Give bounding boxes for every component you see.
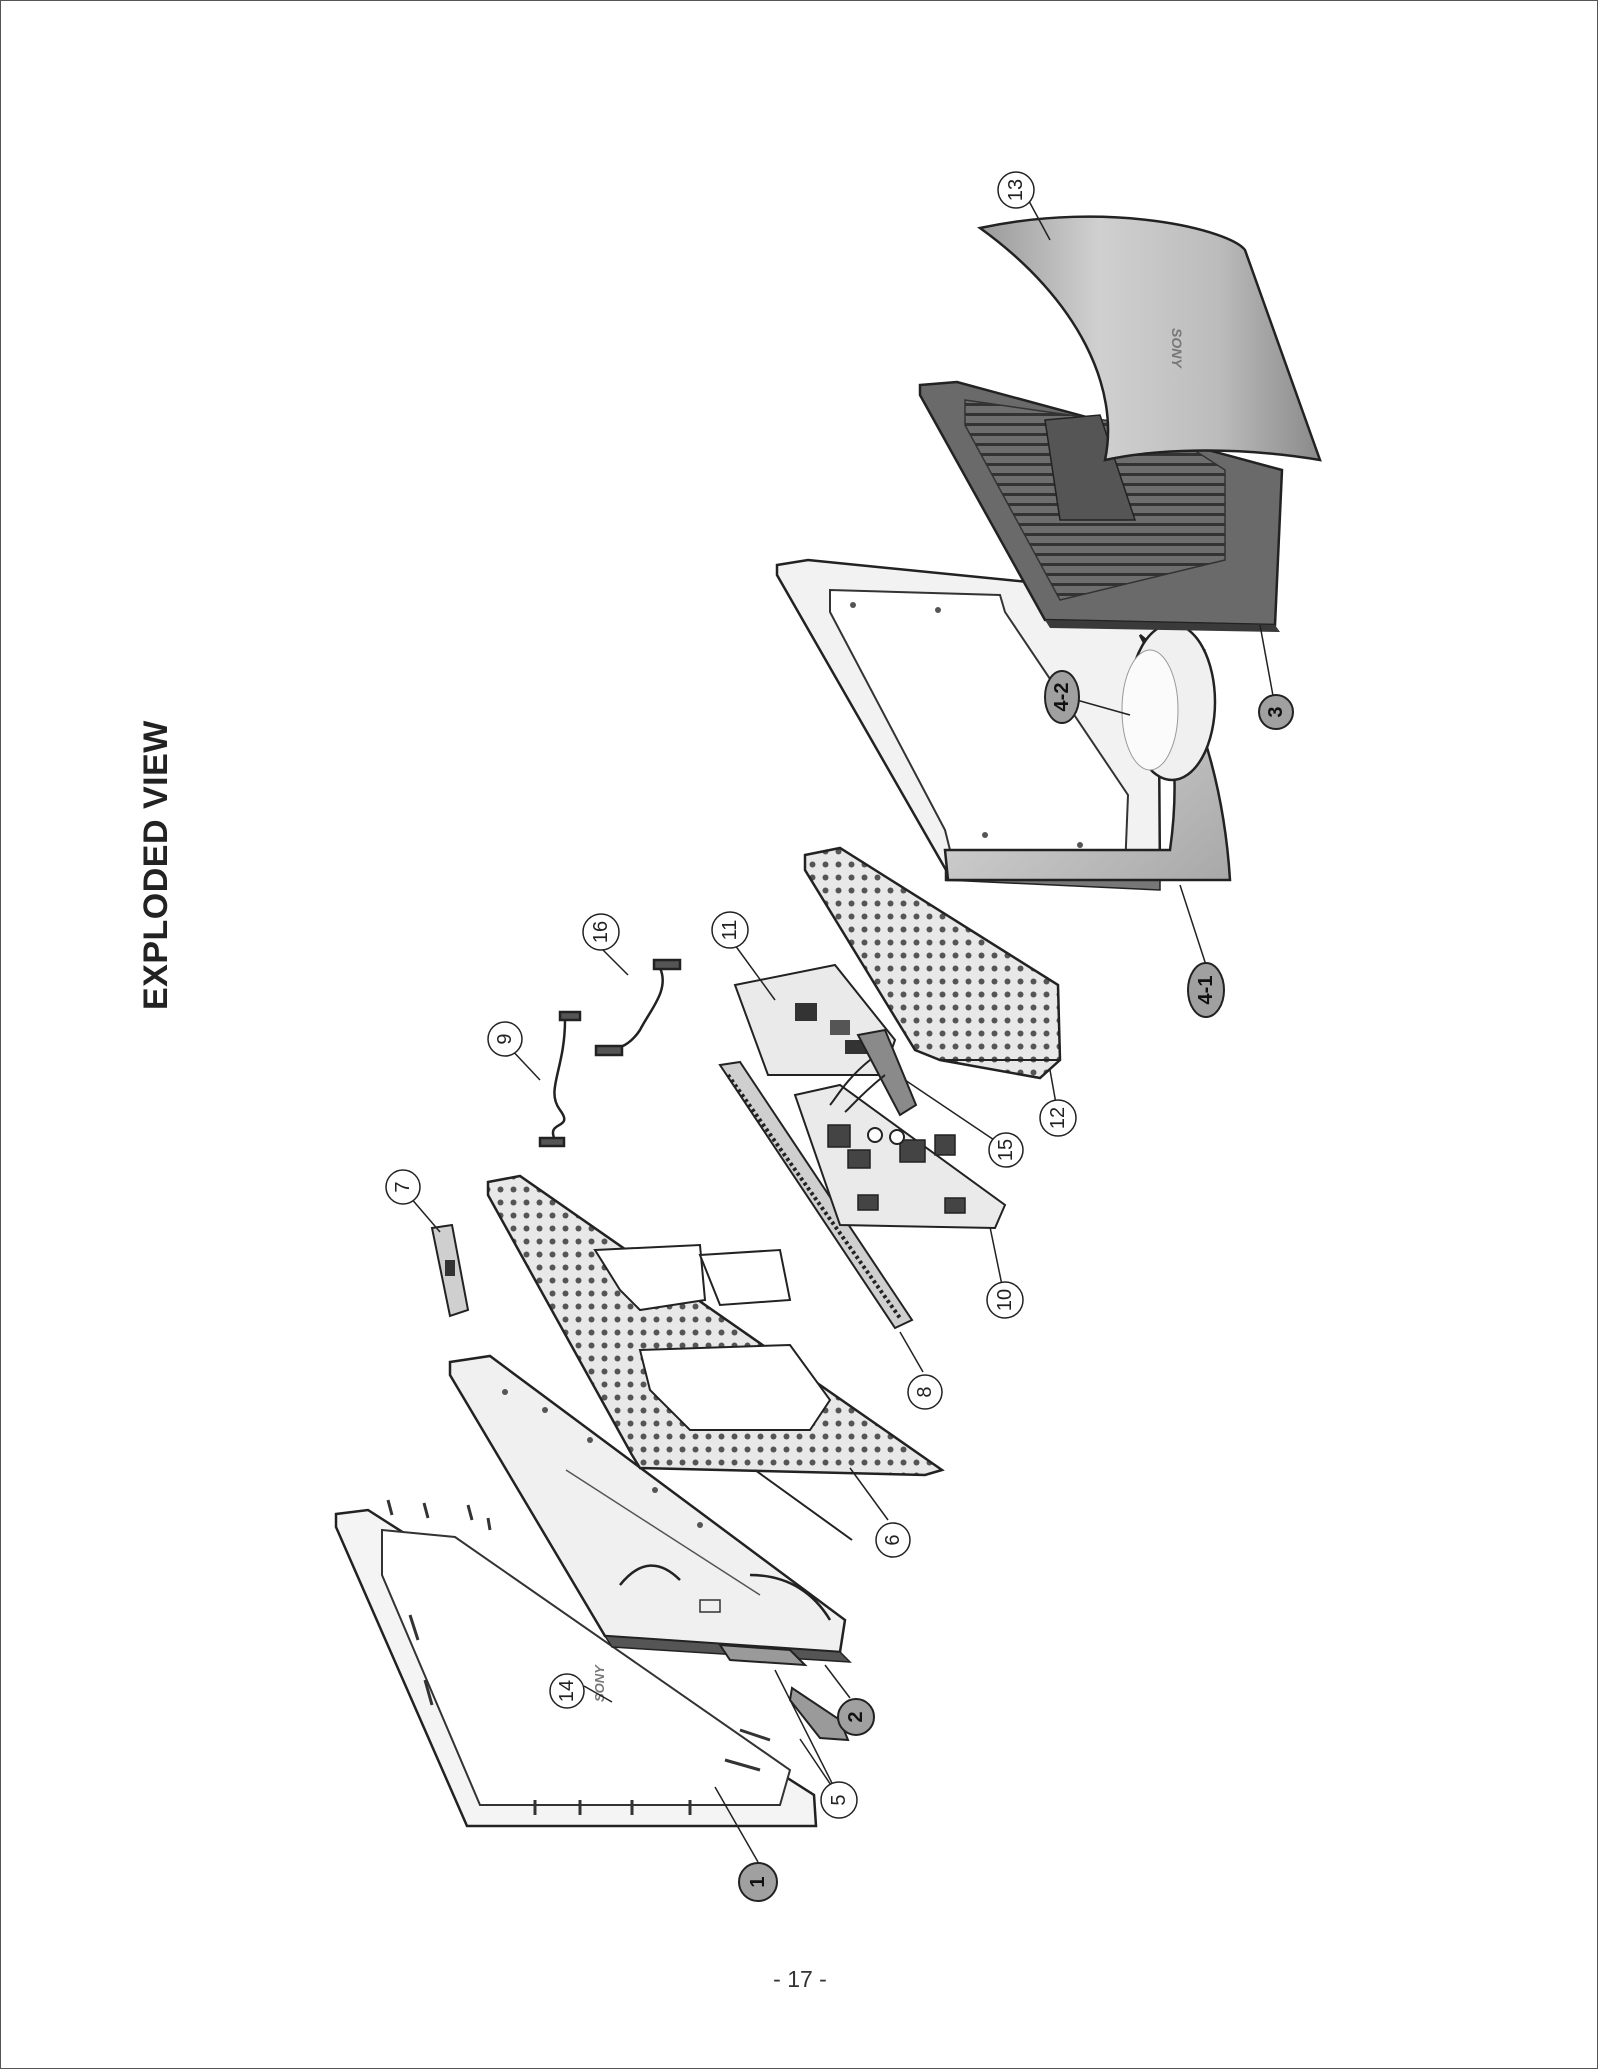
cable-part-9 <box>538 1010 582 1148</box>
callout-5: 5 <box>820 1781 858 1819</box>
svg-text:10: 10 <box>994 1289 1016 1311</box>
board-bracket-part <box>829 1028 918 1117</box>
svg-text:4-2: 4-2 <box>1051 683 1073 712</box>
callout-2: 2 <box>837 1698 875 1736</box>
svg-text:16: 16 <box>590 921 612 943</box>
callout-1: 1 <box>738 1862 778 1902</box>
svg-text:1: 1 <box>747 1876 769 1887</box>
power-board-part <box>793 1083 1007 1230</box>
svg-text:5: 5 <box>828 1794 850 1805</box>
callout-7: 7 <box>385 1169 421 1205</box>
callout-14: 14 <box>549 1673 585 1709</box>
callout-16: 16 <box>582 913 620 951</box>
callout-10: 10 <box>986 1281 1024 1319</box>
leader-lines <box>409 189 1277 1863</box>
side-bracket-part <box>718 1643 850 1742</box>
svg-text:4-1: 4-1 <box>1195 976 1217 1005</box>
svg-text:13: 13 <box>1005 179 1027 201</box>
svg-text:2: 2 <box>845 1711 867 1722</box>
svg-text:9: 9 <box>494 1033 516 1044</box>
callout-13: 13 <box>997 171 1035 209</box>
callout-3: 3 <box>1258 694 1294 730</box>
svg-text:6: 6 <box>882 1534 904 1545</box>
svg-text:14: 14 <box>556 1680 578 1702</box>
front-bezel-part <box>334 1499 818 1828</box>
callout-4-2: 4-2 <box>1044 670 1080 724</box>
callout-11: 11 <box>711 911 749 949</box>
rear-cover-brand-mark: SONY <box>1169 328 1185 369</box>
page-number: - 17 - <box>773 1966 827 1992</box>
shield-cover-part <box>803 846 1062 1080</box>
svg-text:3: 3 <box>1265 706 1287 717</box>
callout-12: 12 <box>1039 1099 1077 1137</box>
svg-text:7: 7 <box>392 1181 414 1192</box>
callout-8: 8 <box>907 1374 943 1410</box>
callout-15: 15 <box>988 1132 1024 1168</box>
callout-9: 9 <box>487 1021 523 1057</box>
small-bracket-part <box>430 1223 470 1318</box>
connector-strip-part <box>718 1060 914 1330</box>
stand-base-part <box>1121 622 1217 782</box>
svg-text:8: 8 <box>914 1386 936 1397</box>
front-bezel-brand-mark: SONY <box>592 1664 607 1702</box>
cable-part-16 <box>594 958 682 1057</box>
svg-text:12: 12 <box>1047 1107 1069 1129</box>
main-chassis-part <box>486 1174 945 1541</box>
callout-4-1: 4-1 <box>1187 962 1225 1018</box>
callout-6: 6 <box>875 1522 911 1558</box>
svg-text:15: 15 <box>995 1139 1017 1161</box>
svg-text:11: 11 <box>719 920 741 941</box>
rear-cover-part: SONY <box>976 215 1322 462</box>
